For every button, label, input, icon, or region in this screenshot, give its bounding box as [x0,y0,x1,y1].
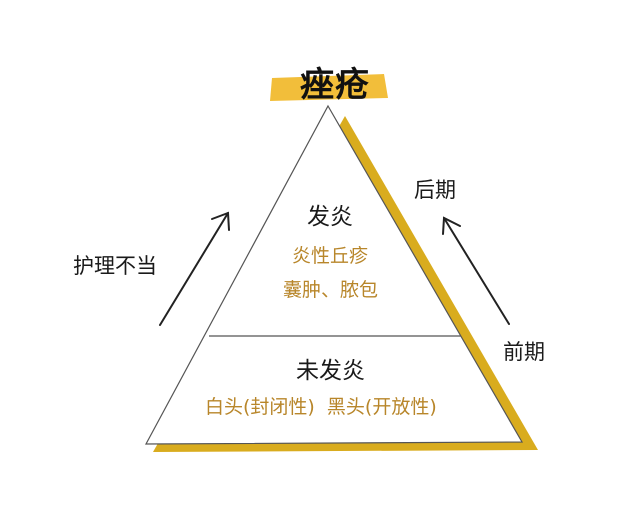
left-label: 护理不当 [73,254,157,278]
bottom-tier-line: 白头(封闭性) 黑头(开放性) [205,396,437,418]
top-tier-line-1: 炎性丘疹 [292,245,369,267]
right-lower-label: 前期 [503,340,545,364]
page-title: 痤疮 [300,65,370,105]
pyramid-body [144,104,524,445]
top-tier-heading: 发炎 [307,204,353,230]
top-tier-line-2: 囊肿、脓包 [283,279,379,301]
title-highlight [270,74,388,101]
bottom-tier-heading: 未发炎 [296,358,365,384]
right-arrow-icon [442,216,510,325]
left-arrow-icon [159,211,230,326]
right-upper-label: 后期 [414,178,456,202]
